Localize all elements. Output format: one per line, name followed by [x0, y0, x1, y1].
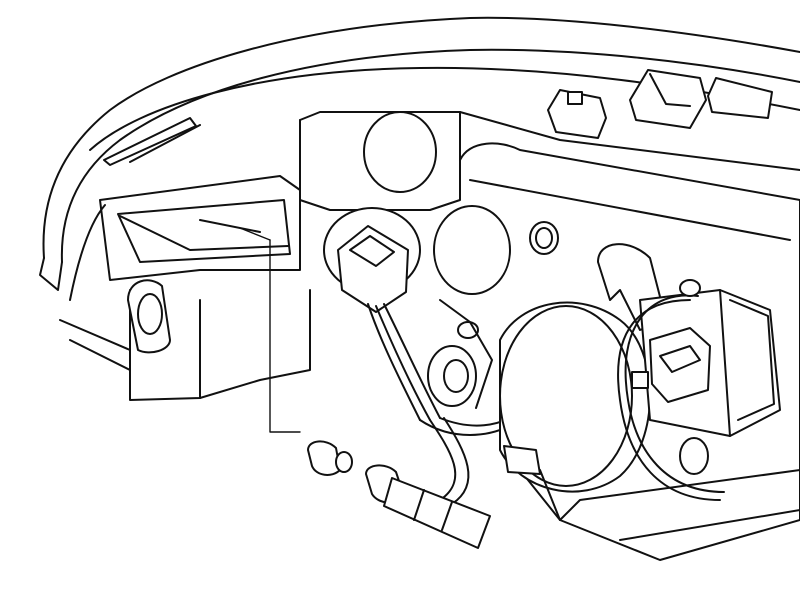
headlamp-housing [39, 16, 800, 301]
clip-left-screw [567, 91, 583, 105]
housing-lower-curve [69, 204, 106, 301]
small-port [529, 221, 559, 255]
wedge-bulb [307, 440, 341, 476]
wiring-harness [367, 303, 523, 505]
dome-cap [499, 305, 633, 487]
upper-cap [433, 205, 511, 295]
holder-tube [383, 477, 491, 549]
housing-inner-edge [60, 48, 800, 263]
adjuster-window [117, 199, 291, 263]
main-bulb-dome [499, 301, 651, 493]
housing-outer-edge [42, 16, 800, 259]
upper-mounting-clips [547, 69, 773, 139]
clip-middle [629, 69, 707, 129]
housing-body [299, 111, 800, 561]
panel-inner [469, 179, 791, 241]
adjuster-base [129, 289, 311, 401]
upper-socket [363, 111, 437, 193]
adjuster-screw [427, 299, 493, 409]
reflector-line [129, 124, 201, 163]
replacement-bulbs [307, 440, 491, 549]
housing-lip [39, 257, 63, 291]
adjuster-frame [99, 175, 301, 281]
housing-base [539, 469, 800, 541]
clip-left [547, 89, 607, 139]
leader-line [239, 227, 301, 433]
left-adjuster-block [59, 175, 311, 401]
rear-panel [459, 142, 800, 561]
bulb-connector [323, 205, 559, 313]
actuator-screw [679, 279, 701, 297]
clip-right [707, 77, 773, 119]
leveling-actuator [597, 243, 781, 501]
